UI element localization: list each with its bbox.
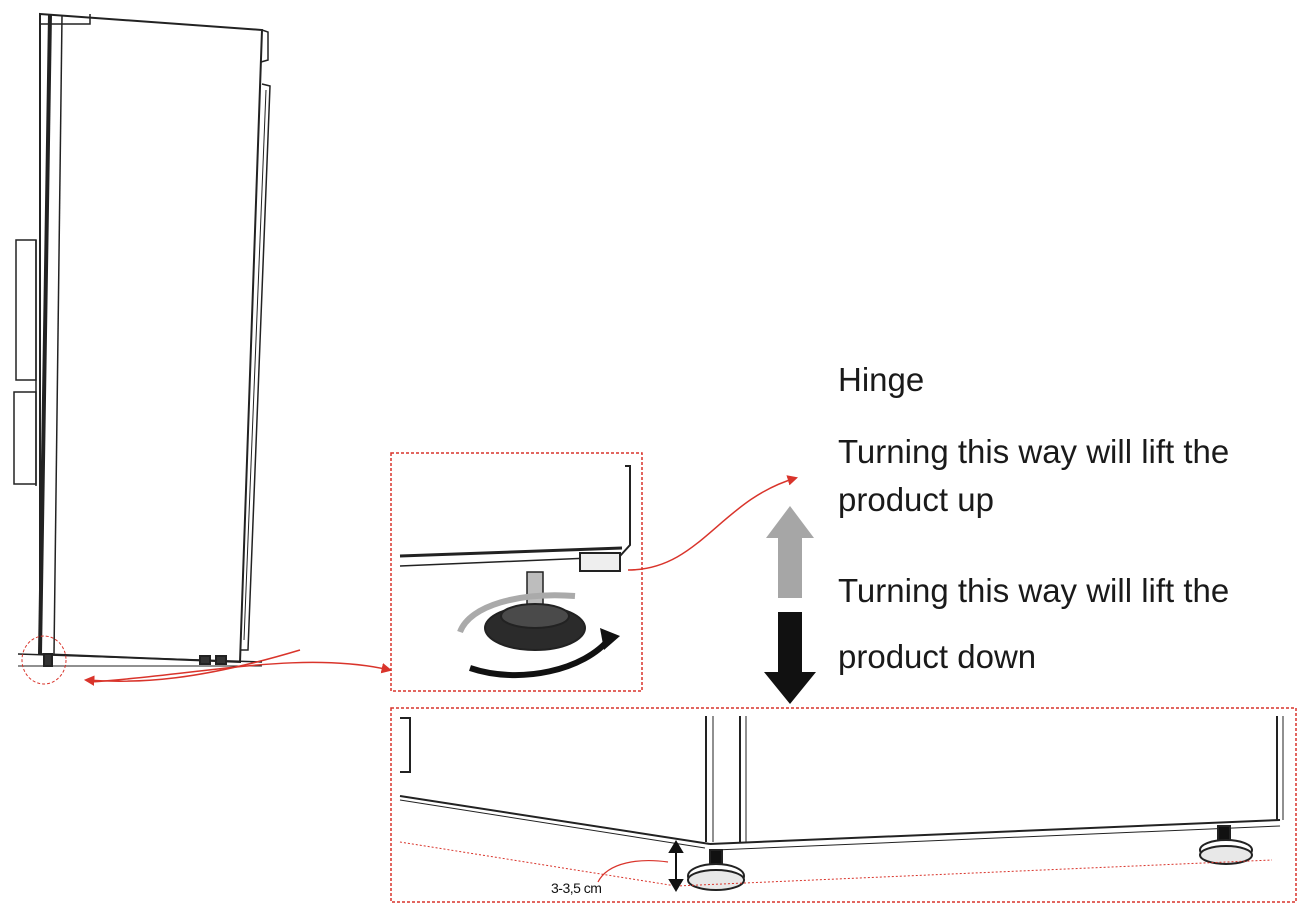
callout-curve-back [83, 649, 301, 686]
floor-reference-line [399, 841, 677, 887]
rotation-arrowhead-icon [600, 628, 620, 650]
base-zoom-box [390, 707, 1297, 903]
clearance-dimension-arrow-icon [668, 840, 684, 892]
lift-up-arrow-icon [766, 506, 814, 598]
rotation-arrow-grey-icon [457, 592, 576, 634]
hinge-label: Hinge [838, 361, 925, 398]
floor-line [675, 859, 1273, 887]
rotation-arrow-black-icon [469, 636, 613, 679]
callout-curve-clearance [597, 860, 669, 883]
lift-down-label: Turning this way will lift the product d… [838, 572, 1230, 675]
foot-zoom-drawing [399, 465, 631, 651]
lift-down-arrow-icon [764, 612, 816, 704]
callout-curve-hinge [627, 475, 799, 571]
clearance-label: 3-3,5 cm [551, 880, 602, 896]
callout-curve-zoom [89, 661, 393, 683]
base-zoom-drawing [399, 716, 1284, 891]
lift-up-label: Turning this way will lift the product u… [838, 433, 1230, 518]
foot-zoom-box [390, 452, 643, 692]
appliance-side-view [13, 12, 271, 667]
foot-highlight-circle [21, 635, 67, 685]
